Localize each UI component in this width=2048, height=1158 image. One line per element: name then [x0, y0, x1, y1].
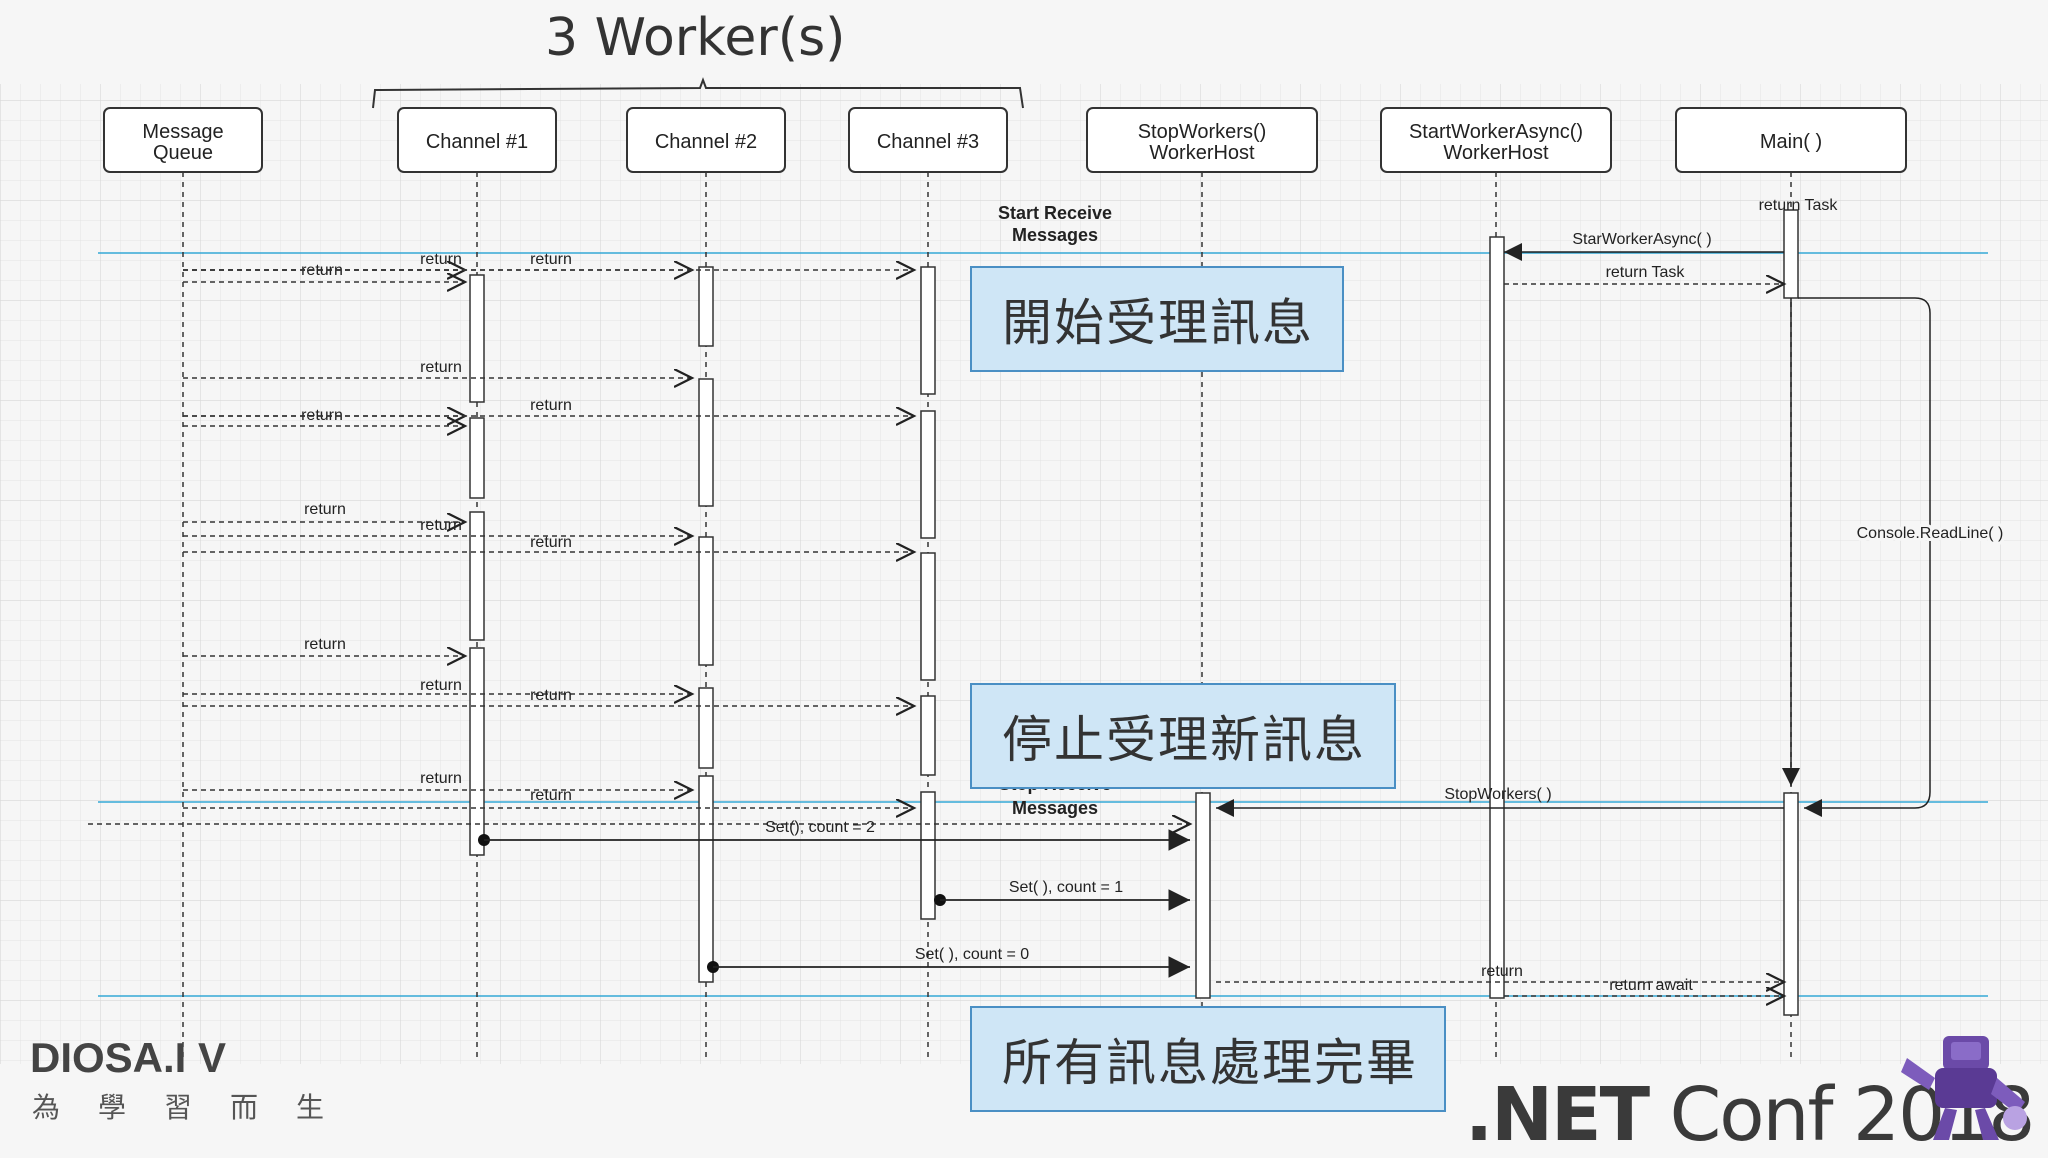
note-stop-receive: Messages — [1012, 798, 1098, 818]
participant-box — [397, 107, 557, 173]
message-label: return Task — [1606, 264, 1686, 281]
message-label: return — [1481, 963, 1523, 980]
activation-bar — [698, 687, 714, 769]
participant-box — [103, 107, 263, 173]
callout-stop-receiving: 停止受理新訊息 — [970, 683, 1396, 789]
message-label: StopWorkers( ) — [1444, 786, 1551, 803]
footer-motto: 為學習而生 — [32, 1091, 363, 1124]
participant-label: StopWorkers() — [1138, 121, 1267, 143]
message-label: return Task — [1759, 197, 1839, 214]
note-start-receive: Messages — [1012, 225, 1098, 245]
activation-bar — [698, 378, 714, 507]
participant-label: Channel #1 — [426, 131, 528, 153]
activation-bar — [920, 791, 936, 920]
logo-glitch-text: DIOSA.I V — [30, 1040, 226, 1080]
participant-label: StartWorkerAsync() — [1409, 121, 1583, 143]
message-label: return — [530, 251, 572, 268]
message-label: return — [530, 397, 572, 414]
participant-box — [1675, 107, 1907, 173]
readline-loop-arrow — [1798, 297, 1931, 817]
activation-bar — [469, 417, 485, 499]
message-label: Set( ), count = 0 — [915, 946, 1029, 963]
message-label: Set(), count = 2 — [765, 819, 875, 836]
activation-bar — [698, 266, 714, 347]
participant-label: Channel #3 — [877, 131, 979, 153]
participant-label: Queue — [153, 142, 213, 164]
message-label: return await — [1609, 977, 1693, 994]
robot-mascot-icon — [1901, 1036, 2027, 1140]
activation-bar — [920, 410, 936, 539]
activation-bar — [698, 775, 714, 983]
message-label: return — [420, 677, 462, 694]
message-label: StarWorkerAsync( ) — [1572, 231, 1711, 248]
activation-bar — [469, 647, 485, 856]
message-label: return — [304, 636, 346, 653]
conf-brand: .NET — [1465, 1072, 1650, 1158]
message-label: return — [420, 359, 462, 376]
message-label: Set( ), count = 1 — [1009, 879, 1123, 896]
message-label: return — [420, 517, 462, 534]
workers-title: 3 Worker(s) — [545, 8, 846, 68]
participant-box — [1380, 107, 1612, 173]
participant-box — [626, 107, 786, 173]
activation-bar — [920, 695, 936, 776]
participant-label: Channel #2 — [655, 131, 757, 153]
message-label: return — [420, 770, 462, 787]
message-label: return — [304, 501, 346, 518]
participant-box — [848, 107, 1008, 173]
activation-bar — [469, 511, 485, 641]
message-label: return — [420, 251, 462, 268]
activation-bar — [469, 274, 485, 403]
activation-bar — [1195, 792, 1211, 999]
message-label: return — [530, 787, 572, 804]
message-label: Console.ReadLine( ) — [1857, 525, 2004, 542]
callout-start-receiving: 開始受理訊息 — [970, 266, 1344, 372]
activation-bar — [698, 536, 714, 666]
participant-label: WorkerHost — [1149, 142, 1255, 164]
participant-label: WorkerHost — [1443, 142, 1549, 164]
activation-bar — [920, 266, 936, 395]
participant-label: Message — [142, 121, 223, 143]
event-logo: DIOSA.I V — [30, 1040, 226, 1080]
activation-bar — [1783, 792, 1799, 1016]
participant-box — [1086, 107, 1318, 173]
workers-brace — [372, 77, 1024, 109]
activation-bar — [920, 552, 936, 681]
activation-bar — [1489, 236, 1505, 999]
note-start-receive: Start Receive — [998, 203, 1112, 223]
message-label: return — [530, 687, 572, 704]
callout-all-processed: 所有訊息處理完畢 — [970, 1006, 1446, 1112]
participant-label: Main( ) — [1760, 131, 1822, 153]
activation-bar — [1783, 209, 1799, 299]
message-label: return — [530, 534, 572, 551]
